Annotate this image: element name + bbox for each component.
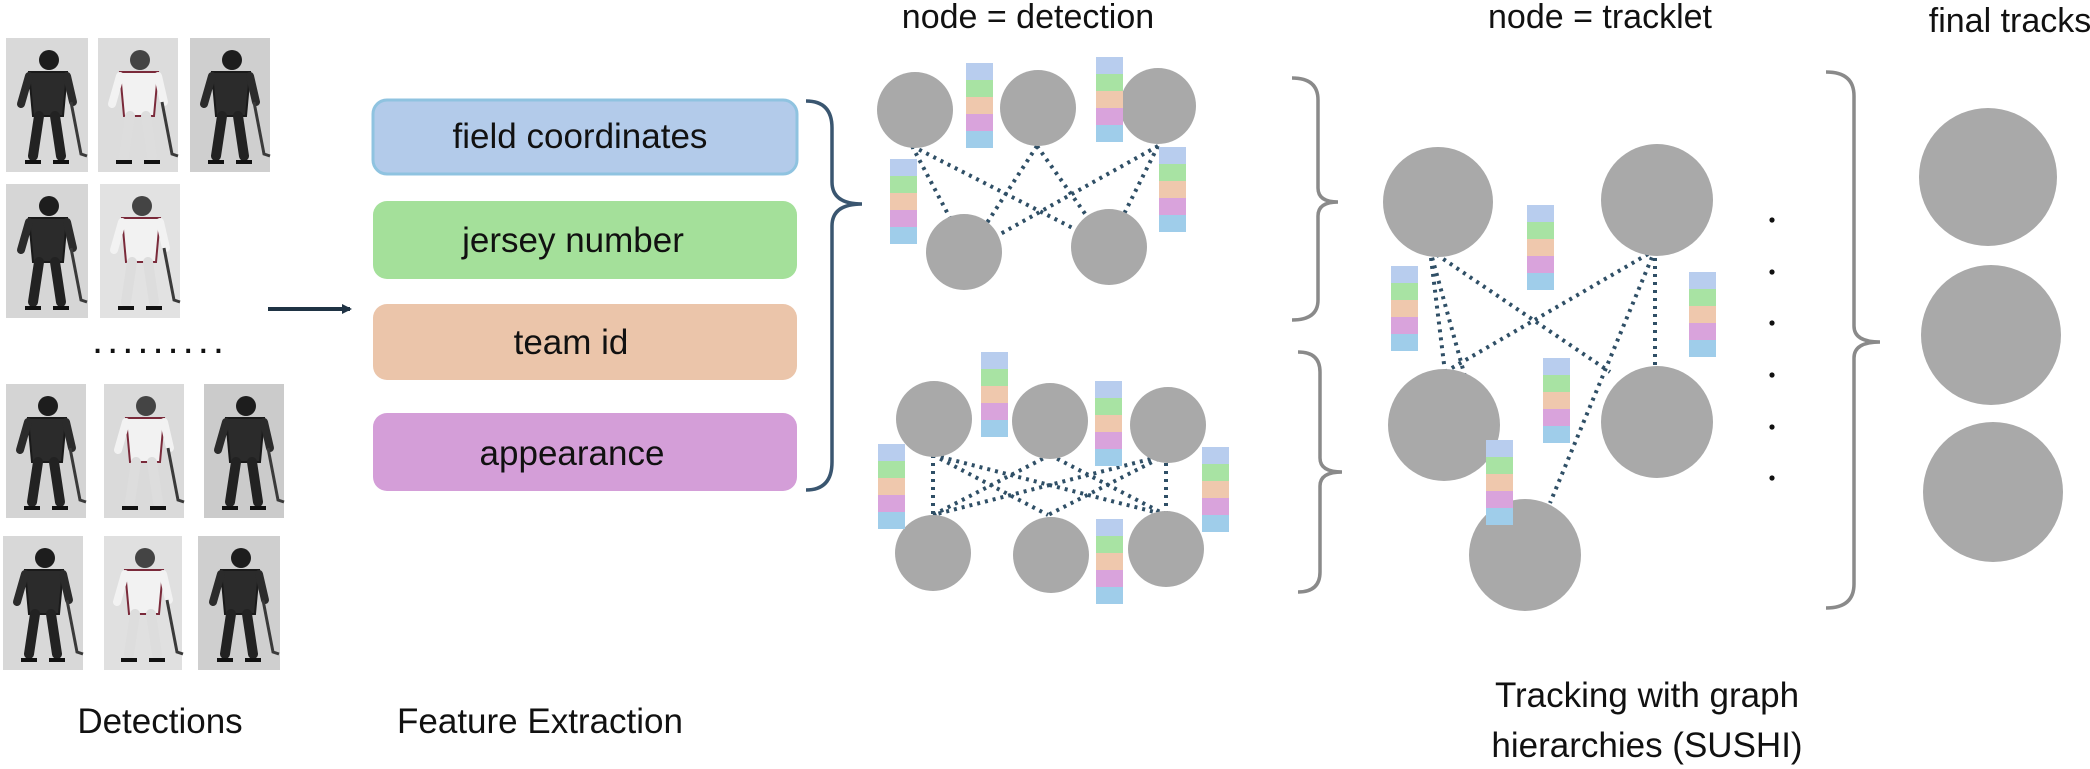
final-track-node [1921,265,2061,405]
feature-label-appearance: appearance [480,434,665,473]
tracklet-graph-brace [1825,70,1881,610]
detection-node [1012,383,1088,459]
feature-label-team-id: team id [514,323,629,362]
node-detection-title: node = detection [902,0,1154,36]
feature-box-appearance [373,413,797,491]
detection-node [877,72,953,148]
hockey-player-thumbnail [6,184,88,318]
detection-node [926,214,1002,290]
hockey-player-thumbnail [6,384,87,518]
tracklet-node [1469,499,1581,611]
detection-node [1013,517,1089,593]
tracking-caption-line1: Tracking with graph [1495,676,1799,715]
feature-label-field-coordinates: field coordinates [453,117,708,156]
detection-node [1128,511,1204,587]
feature-vector-icon [890,159,917,244]
feature-label-jersey-number: jersey number [461,221,684,260]
feature-appearance: appearance [373,413,797,491]
detection-node [1071,209,1147,285]
final-tracks-title: final tracks [1929,2,2090,40]
final-track-node [1919,108,2057,246]
detection-graph-top-brace [1291,76,1339,322]
tracklet-node [1383,147,1493,257]
feature-vector-icon [966,63,993,148]
more-tracklets-ellipsis [1769,217,1775,481]
feature-vectors [878,57,1716,604]
detections-thumbnails [3,38,285,670]
tracking-caption-line2: hierarchies (SUSHI) [1491,726,1802,765]
feature-vector-icon [1391,266,1418,351]
hockey-player-thumbnail [104,536,184,670]
tracklet-node [1601,144,1713,256]
feature-vector-icon [1159,147,1186,232]
feature-box-field-coordinates [371,98,799,176]
node-tracklet-title: node = tracklet [1488,0,1713,36]
feature-vector-icon [1202,447,1229,532]
feature-jersey-number: jersey number [373,201,797,279]
hockey-player-thumbnail [100,184,181,318]
feature-field-coordinates: field coordinates [371,98,799,176]
detection-graph-bottom-brace [1297,350,1343,594]
feature-extraction-caption: Feature Extraction [397,702,683,741]
feature-vector-icon [1689,272,1716,357]
hockey-player-thumbnail [190,38,271,172]
feature-team-id: team id [373,304,797,380]
hockey-player-thumbnail [6,38,88,172]
feature-vector-icon [878,444,905,529]
hockey-player-thumbnail [98,38,179,172]
hockey-player-thumbnail [204,384,285,518]
feature-vector-icon [1096,57,1123,142]
detection-node [1120,68,1196,144]
detection-graph-top [877,68,1196,290]
detection-graph-bottom [895,381,1206,593]
feature-list: field coordinates jersey number team id … [371,98,799,491]
detection-node [1000,70,1076,146]
feature-box-jersey-number [373,201,797,279]
feature-vector-icon [981,352,1008,437]
tracklet-node [1601,366,1713,478]
feature-vector-icon [1096,519,1123,604]
final-tracks [1919,108,2063,562]
feature-vector-icon [1486,440,1513,525]
feature-vector-icon [1095,381,1122,466]
detection-node [896,381,972,457]
detection-node [1130,387,1206,463]
hockey-player-thumbnail [3,536,84,670]
feature-box-team-id [373,304,797,380]
detections-ellipsis: ......... [92,318,228,362]
final-track-node [1923,422,2063,562]
feature-vector-icon [1543,358,1570,443]
detections-caption: Detections [77,702,242,741]
feature-brace [805,99,863,492]
tracklet-node [1388,369,1500,481]
detection-node [895,515,971,591]
hockey-player-thumbnail [104,384,185,518]
feature-vector-icon [1527,205,1554,290]
hockey-player-thumbnail [198,536,280,670]
